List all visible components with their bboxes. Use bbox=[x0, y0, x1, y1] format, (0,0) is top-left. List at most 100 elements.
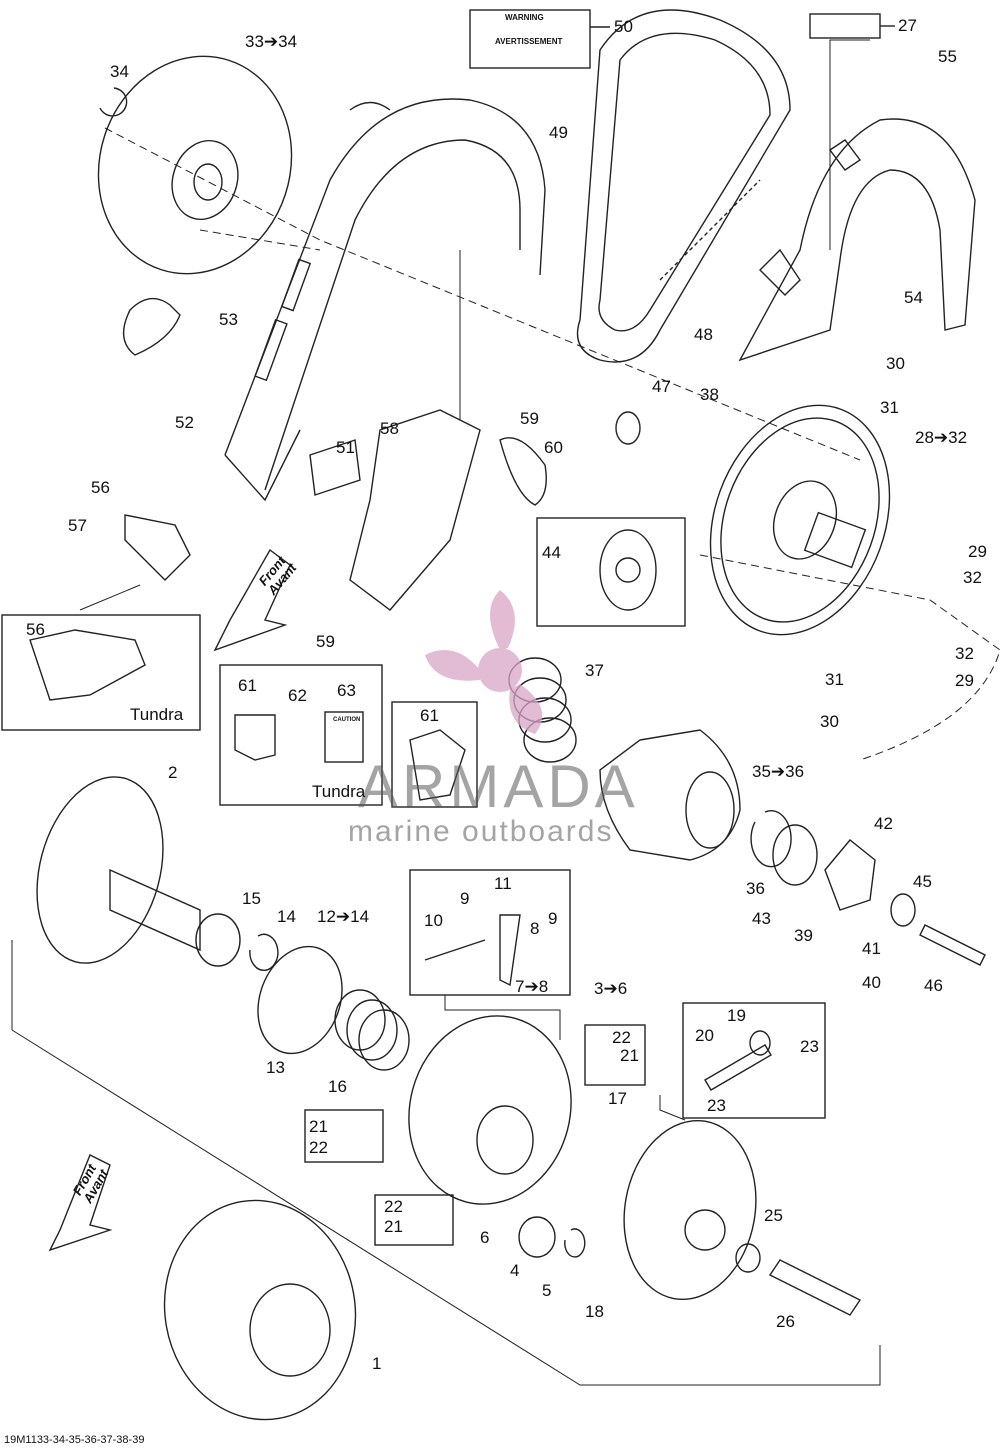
bracket-51 bbox=[309, 439, 361, 496]
label-60: 60 bbox=[544, 438, 563, 457]
label-59-bottom: 59 bbox=[316, 632, 335, 651]
cup-12-14 bbox=[257, 945, 343, 1055]
ring-5 bbox=[564, 1228, 586, 1258]
label-18: 18 bbox=[585, 1302, 604, 1321]
label-10: 10 bbox=[424, 911, 443, 930]
label-57: 57 bbox=[68, 516, 87, 535]
weight-7-8 bbox=[499, 914, 521, 987]
washer-45 bbox=[890, 893, 916, 927]
drive-belt-48 bbox=[576, 9, 791, 363]
washer-25 bbox=[735, 1243, 761, 1273]
label-32-top: 32 bbox=[963, 568, 982, 587]
decal-caution-text: CAUTION bbox=[333, 717, 361, 723]
label-34: 34 bbox=[110, 62, 129, 81]
pin-10 bbox=[424, 939, 486, 961]
roller-19 bbox=[749, 1030, 771, 1056]
label-13: 13 bbox=[266, 1058, 285, 1077]
label-2: 2 bbox=[168, 763, 178, 782]
inset-44 bbox=[536, 517, 686, 627]
label-6: 6 bbox=[480, 1228, 490, 1247]
decal-avertissement-text: AVERTISSEMENT bbox=[495, 37, 563, 46]
armada-logo bbox=[425, 590, 543, 734]
cam-44 bbox=[599, 529, 657, 611]
label-63: 63 bbox=[337, 681, 356, 700]
label-40: 40 bbox=[862, 973, 881, 992]
tundra-caption-parts: Tundra bbox=[312, 782, 366, 801]
label-28-32: 28➔32 bbox=[915, 428, 968, 447]
belt-guard-49 bbox=[224, 98, 546, 502]
spider-18 bbox=[623, 1119, 757, 1301]
label-39: 39 bbox=[794, 926, 813, 945]
label-52: 52 bbox=[175, 413, 194, 432]
label-51: 51 bbox=[336, 438, 355, 457]
bushing-15 bbox=[195, 913, 241, 967]
ring-14 bbox=[249, 933, 279, 972]
washer-47 bbox=[615, 411, 641, 445]
label-44: 44 bbox=[542, 543, 561, 562]
label-30-bottom: 30 bbox=[820, 712, 839, 731]
tundra-caption-bracket: Tundra bbox=[130, 705, 184, 724]
label-35-36: 35➔36 bbox=[752, 762, 805, 781]
caution-decal-63 bbox=[324, 711, 364, 763]
label-42: 42 bbox=[874, 814, 893, 833]
pad-53 bbox=[122, 297, 181, 356]
label-16: 16 bbox=[328, 1077, 347, 1096]
label-56-inset: 56 bbox=[26, 620, 45, 639]
inset-cover-61 bbox=[391, 701, 478, 808]
label-41: 41 bbox=[862, 939, 881, 958]
label-21-bottom: 21 bbox=[384, 1217, 403, 1236]
bracket-58 bbox=[349, 409, 481, 611]
label-11: 11 bbox=[494, 874, 512, 893]
inset-tundra-parts bbox=[219, 664, 383, 806]
label-49: 49 bbox=[549, 123, 568, 142]
ring-36 bbox=[750, 809, 792, 868]
cover-61-alt bbox=[409, 729, 466, 801]
label-30-top: 30 bbox=[886, 354, 905, 373]
label-29-top: 29 bbox=[968, 542, 987, 561]
label-14: 14 bbox=[277, 907, 296, 926]
label-55: 55 bbox=[938, 47, 957, 66]
label-46: 46 bbox=[924, 976, 943, 995]
label-33-34: 33➔34 bbox=[245, 32, 298, 51]
label-47: 47 bbox=[652, 377, 671, 396]
bolt-46 bbox=[919, 924, 986, 966]
label-54: 54 bbox=[904, 288, 923, 307]
warning-decal-50 bbox=[469, 9, 591, 69]
label-29-bottom: 29 bbox=[955, 671, 974, 690]
inset-19-23 bbox=[682, 1002, 826, 1119]
label-7-8: 7➔8 bbox=[515, 977, 549, 996]
label-25: 25 bbox=[764, 1206, 783, 1225]
inset-21-22-left bbox=[304, 1109, 384, 1163]
label-9-right: 9 bbox=[548, 909, 558, 928]
drive-pulley-disc bbox=[97, 55, 293, 275]
label-5: 5 bbox=[542, 1281, 552, 1300]
label-3-6: 3➔6 bbox=[594, 979, 628, 998]
label-15: 15 bbox=[242, 889, 261, 908]
label-36: 36 bbox=[746, 879, 765, 898]
label-31-top: 31 bbox=[880, 398, 899, 417]
driven-pulley-28-32 bbox=[709, 404, 891, 636]
label-45: 45 bbox=[913, 872, 932, 891]
belt-guard-54 bbox=[738, 118, 976, 362]
label-38: 38 bbox=[700, 385, 719, 404]
spider-39 bbox=[824, 839, 876, 911]
label-22-bottom: 22 bbox=[384, 1197, 403, 1216]
bolt-26 bbox=[768, 1259, 862, 1316]
label-17: 17 bbox=[608, 1089, 627, 1108]
label-62: 62 bbox=[288, 686, 307, 705]
label-27: 27 bbox=[898, 16, 917, 35]
label-23-right: 23 bbox=[800, 1037, 819, 1056]
clip-60 bbox=[499, 437, 547, 506]
label-61: 61 bbox=[238, 676, 257, 695]
inset-22-21-bottom bbox=[374, 1194, 454, 1246]
label-22-top: 22 bbox=[612, 1028, 631, 1047]
cover-61 bbox=[234, 714, 276, 761]
label-53: 53 bbox=[219, 310, 238, 329]
label-59-top: 59 bbox=[520, 409, 539, 428]
label-4: 4 bbox=[510, 1261, 520, 1280]
inset-7-11 bbox=[409, 869, 571, 996]
watermark-brand: ARMADA bbox=[358, 753, 639, 820]
diagram-code: 19M1133-34-35-36-37-38-39 bbox=[4, 1434, 145, 1446]
label-56: 56 bbox=[91, 478, 110, 497]
